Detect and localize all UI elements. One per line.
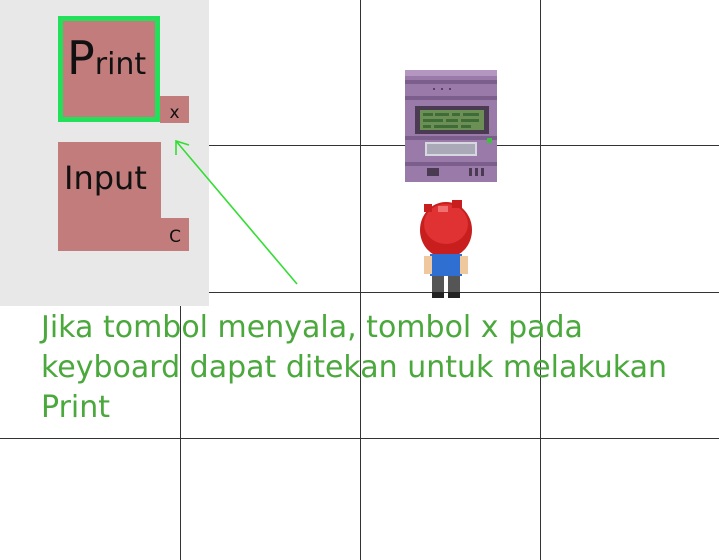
computer-terminal-icon[interactable] [405,70,497,182]
input-key-hint: C [161,218,189,251]
print-command-button[interactable]: Print [58,16,160,122]
instruction-text: Jika tombol menyala, tombol x pada keybo… [41,310,668,425]
grid-line-vertical [540,0,541,560]
grid-line-horizontal [0,145,719,146]
print-command-label: Print [67,31,147,85]
grid-line-horizontal [0,292,719,293]
input-command-label: Input [64,159,147,197]
grid-line-vertical [360,0,361,560]
input-command-button[interactable]: Input [58,142,161,251]
print-key-hint: x [160,96,189,123]
grid-line-horizontal [0,438,719,439]
player-character-icon[interactable] [418,196,474,300]
